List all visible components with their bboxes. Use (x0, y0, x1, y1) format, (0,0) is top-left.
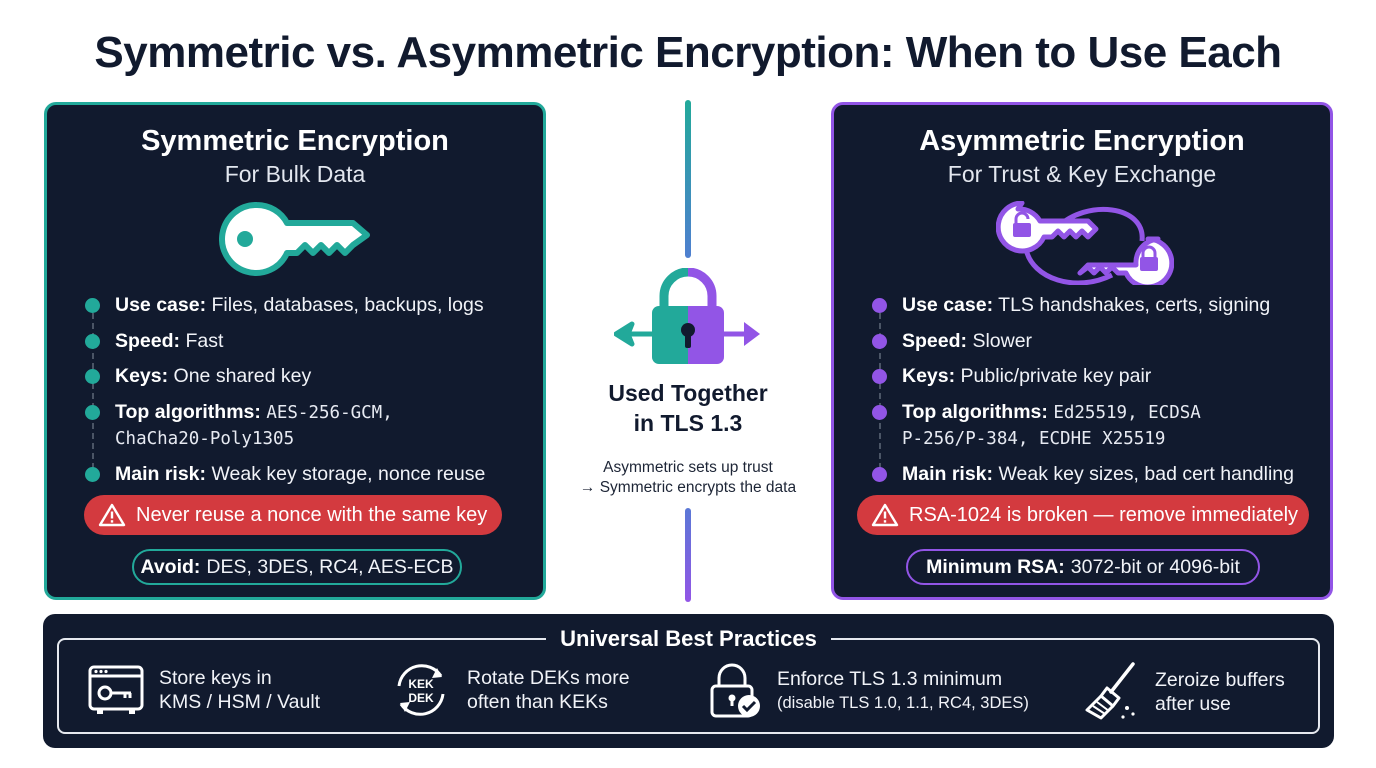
key-pair-icon (996, 201, 1174, 285)
svg-text:KEK: KEK (408, 677, 434, 691)
symmetric-subtitle: For Bulk Data (224, 161, 366, 187)
best-practices-title: Universal Best Practices (43, 626, 1334, 652)
warning-icon (98, 503, 126, 527)
center-title: Used Together in TLS 1.3 (608, 380, 768, 436)
rotate-icon: KEK DEK (397, 664, 445, 716)
key-icon (219, 201, 370, 276)
svg-text:DEK: DEK (408, 691, 434, 705)
list-item: Keys: Public/private key pair (872, 364, 1322, 389)
list-item: Top algorithms: AES-256-GCM,ChaCha20-Pol… (85, 400, 535, 452)
asymmetric-title: Asymmetric Encryption (919, 125, 1245, 157)
broom-icon (1085, 662, 1135, 720)
list-item: Use case: Files, databases, backups, log… (85, 293, 535, 318)
symmetric-avoid-pill: Avoid:DES, 3DES, RC4, AES-ECB (132, 549, 462, 585)
center-line-top (685, 100, 691, 258)
asymmetric-bullets: Use case: TLS handshakes, certs, signing… (872, 293, 1322, 498)
center-note: Asymmetric sets up trust → Symmetric enc… (579, 459, 797, 496)
asymmetric-subtitle: For Trust & Key Exchange (947, 161, 1217, 187)
list-item: Keys: One shared key (85, 364, 535, 389)
asymmetric-warning: RSA-1024 is broken — remove immediately (857, 495, 1309, 535)
practice-item: Enforce TLS 1.3 minimum(disable TLS 1.0,… (707, 662, 1029, 720)
list-item: Speed: Slower (872, 329, 1322, 354)
symmetric-panel: Symmetric Encryption For Bulk Data Use c… (44, 102, 546, 600)
vault-key-icon (88, 665, 144, 714)
list-item: Main risk: Weak key storage, nonce reuse (85, 462, 535, 487)
padlock-arrow-icon (614, 268, 760, 364)
symmetric-warning: Never reuse a nonce with the same key (84, 495, 502, 535)
list-item: Main risk: Weak key sizes, bad cert hand… (872, 462, 1322, 487)
asymmetric-panel: Asymmetric Encryption For Trust & Key Ex… (831, 102, 1333, 600)
lock-check-icon (710, 663, 760, 718)
symmetric-title: Symmetric Encryption (141, 125, 449, 157)
page-title: Symmetric vs. Asymmetric Encryption: Whe… (94, 28, 1282, 77)
list-item: Speed: Fast (85, 329, 535, 354)
asymmetric-minimum-pill: Minimum RSA:3072-bit or 4096-bit (906, 549, 1260, 585)
list-item: Use case: TLS handshakes, certs, signing (872, 293, 1322, 318)
center-line-bottom (685, 508, 691, 602)
warning-icon (871, 503, 899, 527)
symmetric-bullets: Use case: Files, databases, backups, log… (85, 293, 535, 498)
